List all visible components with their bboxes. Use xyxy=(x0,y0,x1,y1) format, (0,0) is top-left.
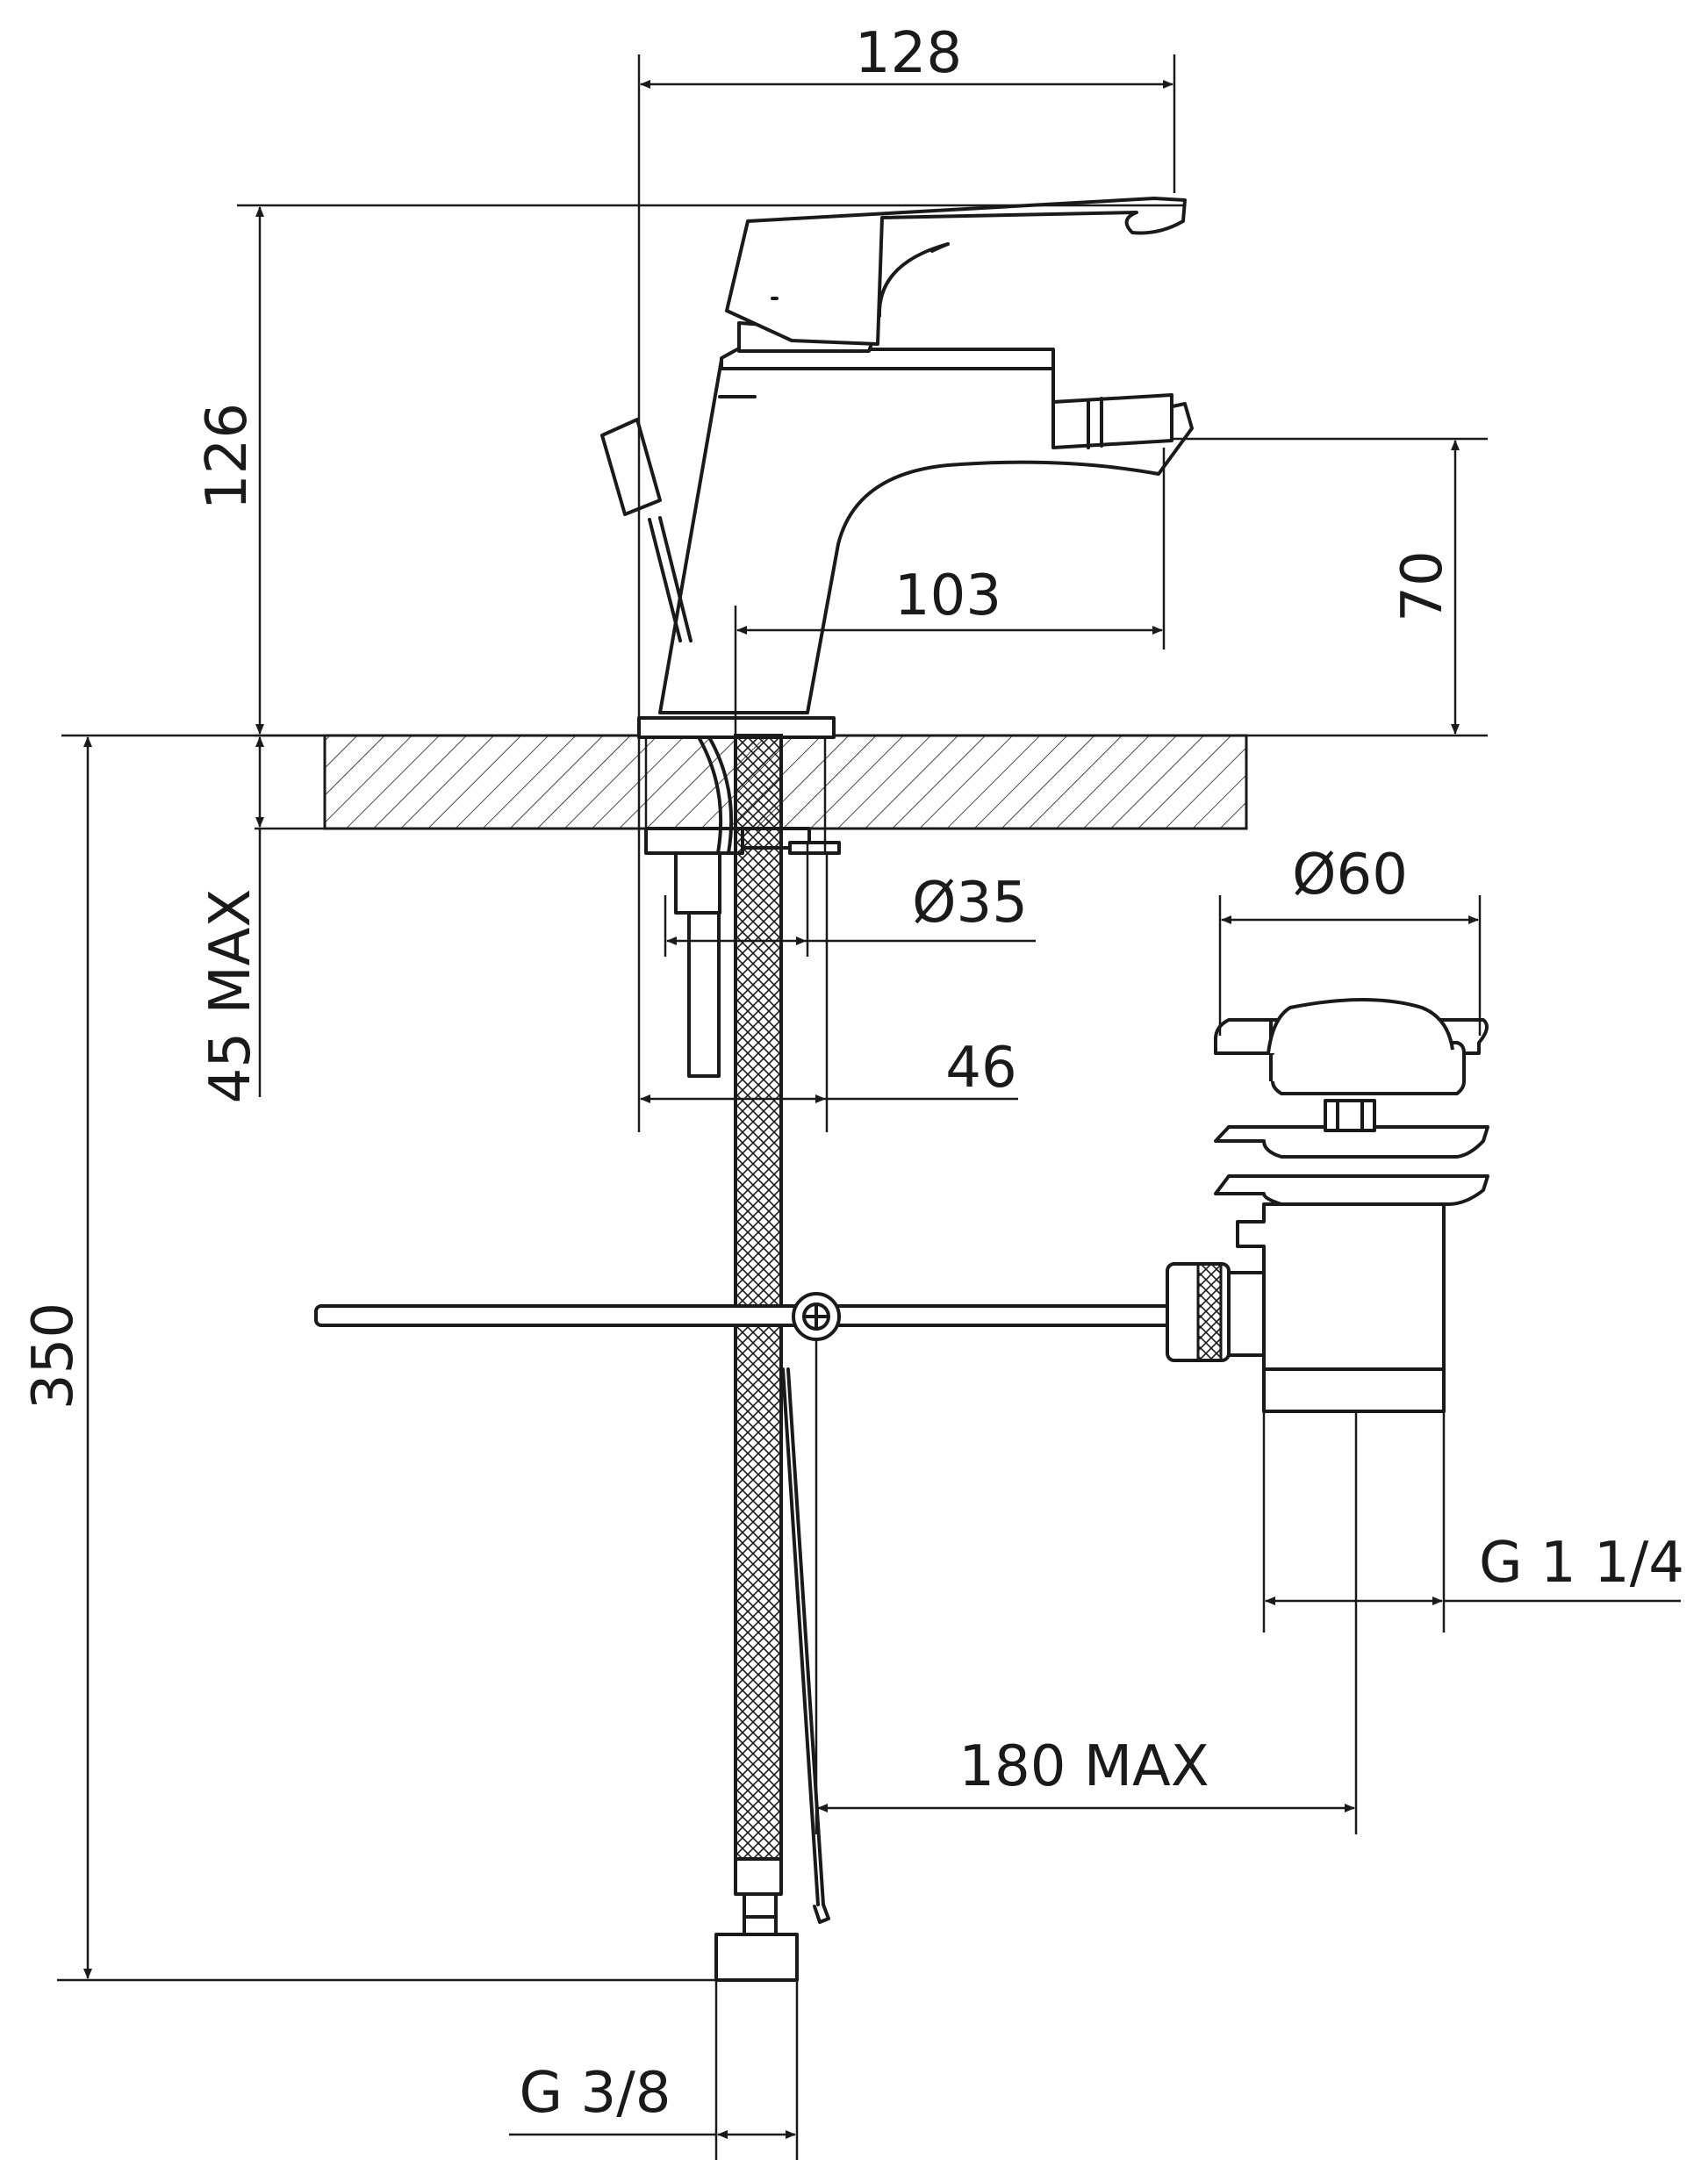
popup-linkage xyxy=(314,1292,1182,1924)
dim-total-width-label: 128 xyxy=(855,21,962,86)
dim-spout-height-label: 70 xyxy=(1390,550,1455,621)
dimension-lines xyxy=(57,54,1681,2139)
dim-deck-thickness-label: 45 MAX xyxy=(198,889,263,1104)
flexible-hose xyxy=(714,734,799,2160)
countertop xyxy=(255,734,1488,830)
dim-rod-length-label: 180 MAX xyxy=(958,1734,1209,1799)
dim-overall-height-label: 350 xyxy=(21,1302,86,1410)
dimension-labels: 128 126 70 103 Ø35 46 45 MAX Ø60 G 1 1/4… xyxy=(21,21,1684,2126)
dim-inlet-thread-label: G 3/8 xyxy=(520,2061,671,2126)
dim-spout-reach-label: 103 xyxy=(894,563,1001,628)
waste-valve xyxy=(1166,998,1489,1834)
dim-body-height-label: 126 xyxy=(195,403,260,510)
faucet-body xyxy=(600,197,1194,739)
dim-hole-diameter-label: Ø35 xyxy=(912,871,1028,936)
dim-waste-thread-label: G 1 1/4 xyxy=(1479,1531,1684,1596)
dim-base-diameter-label: 46 xyxy=(945,1036,1016,1101)
dim-waste-flange-label: Ø60 xyxy=(1292,843,1408,908)
